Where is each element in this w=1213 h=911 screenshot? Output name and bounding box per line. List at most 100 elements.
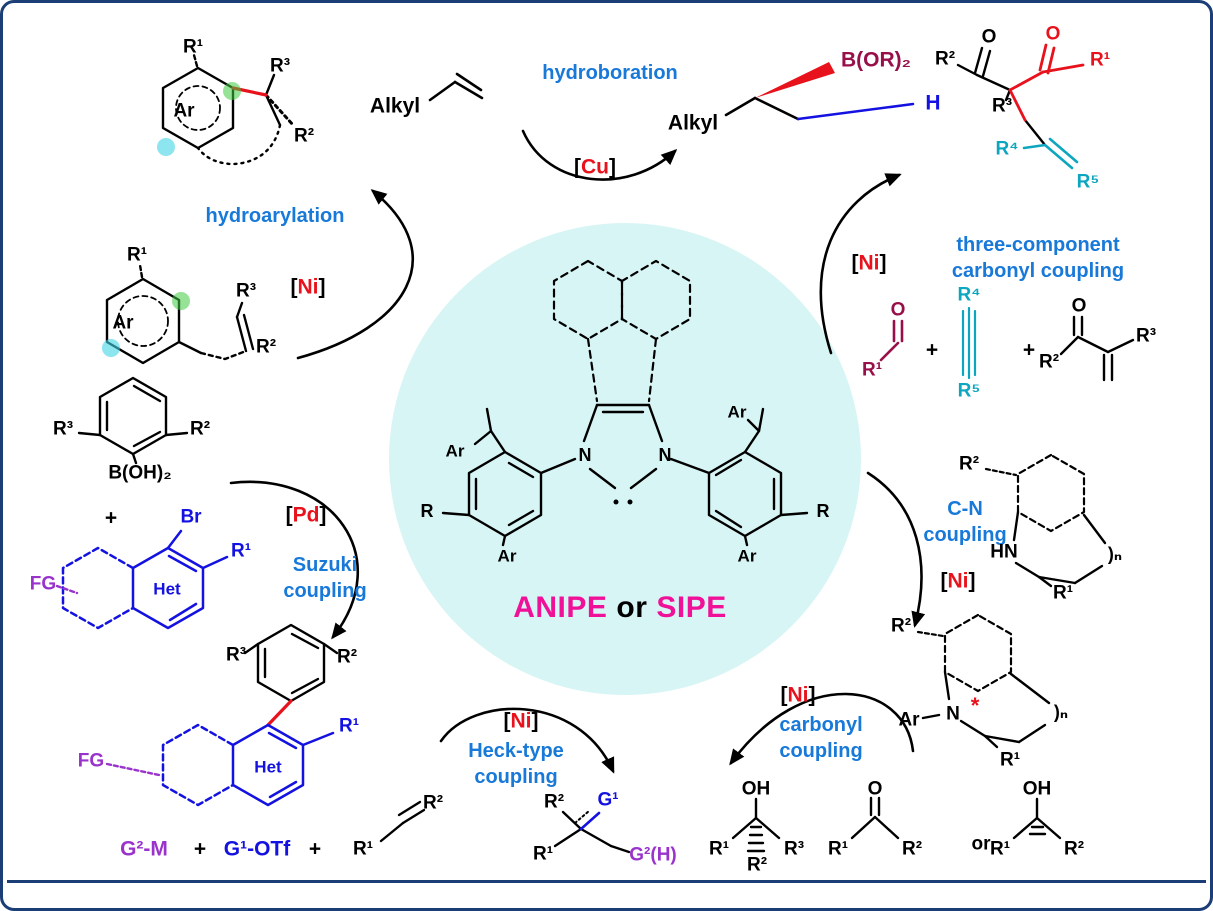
r-group-label: R² (746, 854, 768, 876)
reaction-title-cn-1: C-N (947, 498, 983, 520)
nitrogen-label: N (578, 445, 592, 465)
catalyst-ni: [Ni] (291, 277, 326, 298)
hydroboration-substrate-structure (428, 72, 484, 102)
or-text: or (971, 833, 991, 855)
ring-size-label: )ₙ (1107, 544, 1123, 564)
catalyst-bracket: [ (851, 251, 859, 275)
r-group-label: R¹ (126, 244, 148, 266)
r-group-label: R⁴ (957, 284, 981, 306)
oxygen-label: O (890, 299, 906, 321)
c-h-bond-blue (796, 102, 915, 121)
suzuki-product-aryl (243, 623, 339, 703)
suzuki-product-naphthalene (161, 723, 335, 807)
heck-product-structure (553, 810, 631, 854)
ligand-name-sipe: SIPE (656, 591, 727, 624)
aryl-label: Ar (173, 100, 195, 122)
arrow-hydroboration (521, 129, 678, 181)
reaction-title-hydroboration: hydroboration (542, 62, 678, 84)
catalyst-metal: Cu (581, 155, 609, 179)
boronic-acid-label: B(OH)₂ (108, 462, 172, 484)
r-group-label: R¹ (1089, 49, 1111, 71)
het-label: Het (254, 757, 282, 777)
highlight-cyan (157, 138, 175, 156)
aryl-label: Ar (497, 546, 517, 566)
alcohol1-structure (731, 797, 781, 853)
r-group-label: R¹ (532, 843, 554, 865)
aryl-label: Ar (898, 709, 920, 731)
reaction-title-three-component-2: carbonyl coupling (951, 260, 1125, 282)
arrow-cn-coupling (866, 471, 926, 628)
alkyne-structure (961, 306, 977, 380)
catalyst-metal: Ni (858, 251, 880, 275)
nucleophile-label: G²-M (120, 837, 168, 861)
catalyst-ni: [Ni] (941, 571, 976, 592)
bromine-label: Br (180, 506, 202, 528)
catalyst-cu: [Cu] (574, 157, 616, 178)
plus-sign: + (925, 338, 939, 362)
catalyst-ni: [Ni] (504, 711, 539, 732)
highlight-green (223, 82, 241, 100)
r-group-label: R² (934, 48, 956, 70)
catalyst-bracket: ] (609, 155, 616, 179)
reaction-title-suzuki-2: coupling (283, 580, 367, 602)
catalyst-ni: [Ni] (781, 685, 816, 706)
reaction-title-heck-2: coupling (474, 766, 558, 788)
catalyst-metal: Ni (787, 683, 809, 707)
reaction-title-heck-1: Heck-type (468, 740, 564, 762)
boronate-label: B(OR)₂ (841, 48, 911, 72)
nitrogen-label: N (658, 445, 672, 465)
r-group-label: R (816, 501, 830, 521)
het-label: Het (153, 579, 181, 599)
r-group-label: R¹ (230, 540, 252, 562)
r-group-label: R¹ (338, 715, 360, 737)
plus-sign: + (104, 506, 118, 530)
arrow-suzuki (229, 480, 360, 640)
r-group-label: R¹ (352, 838, 374, 860)
oxygen-label: O (1071, 295, 1087, 317)
catalyst-metal: Ni (297, 275, 319, 299)
catalyst-bracket: [ (290, 275, 298, 299)
ligand-caption-or: or (616, 591, 648, 624)
r-group-label: R¹ (708, 838, 730, 860)
amine-label: HN (990, 541, 1018, 563)
boronic-acid-structure (77, 376, 189, 465)
catalyst-bracket: ] (808, 683, 816, 707)
catalyst-bracket: ] (318, 275, 326, 299)
highlight-cyan (102, 339, 120, 357)
aryl-label: Ar (112, 312, 134, 334)
r-group-label: R² (958, 453, 980, 475)
r-group-label: R⁵ (957, 380, 981, 402)
arrow-hydroarylation (296, 189, 414, 360)
plus-sign: + (308, 837, 322, 861)
ring-size-label: )ₙ (1053, 702, 1069, 722)
oxygen-label: O (981, 26, 997, 48)
center-circle (389, 223, 861, 695)
right-aryl-ring (669, 407, 809, 547)
r-group-label: R² (189, 418, 211, 440)
r-group-label: R¹ (989, 838, 1011, 860)
reaction-title-hydroarylation: hydroarylation (205, 205, 345, 227)
r-group-label: R¹ (999, 749, 1021, 771)
r-group-label: R² (890, 615, 912, 637)
fg-label: FG (77, 750, 105, 772)
r-group-label: R³ (225, 644, 247, 666)
catalyst-bracket: [ (940, 569, 948, 593)
r-group-label: R¹ (182, 36, 204, 58)
g-group-label: G¹ (597, 789, 619, 811)
oxygen-label: O (867, 778, 883, 800)
r-group-label: R³ (1135, 325, 1157, 347)
fg-dashed-bond (55, 584, 79, 595)
cn-substrate-structure (984, 453, 1107, 588)
oxygen-label: O (1045, 23, 1061, 45)
r-group-label: R² (1063, 838, 1085, 860)
three-component-product-structure (956, 43, 1085, 170)
catalyst-bracket: ] (319, 503, 327, 527)
catalyst-bracket: [ (780, 683, 788, 707)
reaction-title-carbonyl-1: carbonyl (779, 714, 863, 736)
hydrogen-label: H (925, 91, 941, 115)
r-group-label: R² (422, 792, 444, 814)
halide-structure (61, 529, 229, 630)
r-group-label: R² (255, 336, 277, 358)
